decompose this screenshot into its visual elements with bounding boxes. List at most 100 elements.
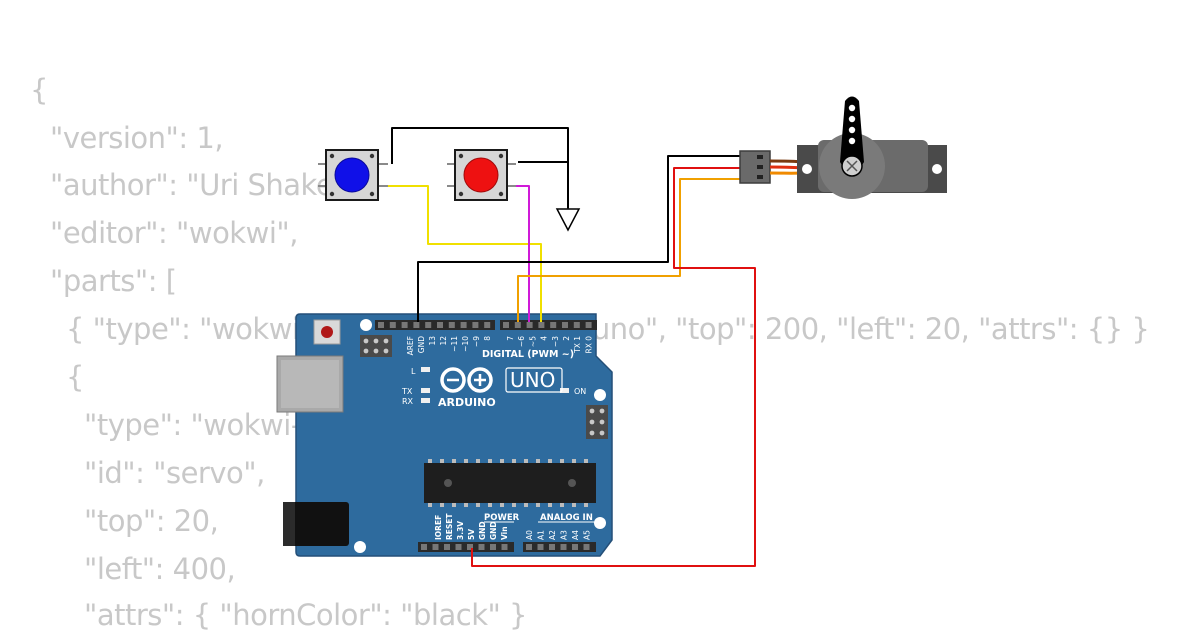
button-corner <box>458 191 464 197</box>
pin-hole[interactable] <box>501 544 508 550</box>
icsp-header-2 <box>586 405 608 439</box>
pin-hole[interactable] <box>455 544 462 550</box>
wire-servo-signal[interactable] <box>517 178 742 322</box>
pin-hole[interactable] <box>460 322 467 328</box>
pin-hole[interactable] <box>585 322 592 328</box>
model-badge <box>505 367 563 393</box>
pin-hole[interactable] <box>562 322 568 328</box>
led-on-label: ON <box>574 387 586 396</box>
wire-button1-gnd[interactable] <box>391 127 569 208</box>
digital-pin-label: 7 <box>506 336 515 341</box>
code-line: "editor": "wokwi", <box>50 216 298 250</box>
wire-servo-gnd[interactable] <box>417 155 742 322</box>
pin-hole[interactable] <box>538 322 545 328</box>
led-l-label: L <box>411 367 416 376</box>
pin-hole[interactable] <box>537 544 544 550</box>
analog-pin-label: A0 <box>525 530 534 540</box>
power-pin-label: 5V <box>467 529 476 540</box>
button-cap-blue[interactable] <box>334 157 370 193</box>
pin-hole[interactable] <box>413 322 420 328</box>
pin-hole[interactable] <box>389 322 396 328</box>
digital-pin-label: ~10 <box>461 336 470 352</box>
digital-pin-label: RX 0 <box>584 336 593 354</box>
chip-legs <box>428 459 588 507</box>
power-header-label: POWER <box>484 513 520 523</box>
digital-pin-label: 8 <box>483 336 492 341</box>
digital-pin-label: GND <box>417 336 426 353</box>
pushbutton-red[interactable] <box>447 149 516 201</box>
button-corner <box>369 191 375 197</box>
power-pin-label: RESET <box>445 513 454 540</box>
digital-header-right <box>500 320 597 330</box>
pin-hole[interactable] <box>560 544 567 550</box>
code-line: "attrs": { "hornColor": "black" } <box>84 598 528 632</box>
servo-horn[interactable] <box>840 96 864 173</box>
power-pin-label: GND <box>478 521 487 540</box>
pin-hole[interactable] <box>444 544 450 550</box>
pin-hole[interactable] <box>572 544 578 550</box>
wire-button1-pin[interactable] <box>388 185 542 322</box>
pin-hole[interactable] <box>583 544 590 550</box>
pin-hole[interactable] <box>573 322 580 328</box>
button-corner <box>369 153 375 159</box>
power-pin-label: 3.3V <box>456 521 465 540</box>
pin-hole[interactable] <box>526 544 532 550</box>
pin-hole[interactable] <box>437 322 443 328</box>
wires <box>388 127 756 567</box>
pin-hole[interactable] <box>526 322 533 328</box>
pin-hole[interactable] <box>514 322 521 328</box>
digital-pin-label: ~5 <box>528 336 537 347</box>
pin-hole[interactable] <box>549 544 555 550</box>
code-line: "id": "servo", <box>84 456 265 490</box>
analog-pin-label: A4 <box>571 530 580 540</box>
digital-pin-label: AREF <box>406 336 415 355</box>
arduino-infinity-logo <box>440 367 493 393</box>
wire-servo-vcc[interactable] <box>471 167 756 567</box>
led-rx-label: RX <box>402 397 414 406</box>
led-l <box>421 367 430 372</box>
pin-hole[interactable] <box>484 322 491 328</box>
digital-pin-label: 2 <box>562 336 571 341</box>
digital-pin-label: 4 <box>540 336 549 341</box>
analog-header-label: ANALOG IN <box>540 513 593 523</box>
analog-pin-label: A2 <box>548 530 557 540</box>
pin-hole[interactable] <box>478 544 485 550</box>
servo-connector <box>739 150 771 184</box>
led-tx <box>421 388 430 393</box>
pin-hole[interactable] <box>421 544 427 550</box>
pin-hole[interactable] <box>401 322 408 328</box>
code-line: "version": 1, <box>50 121 224 155</box>
power-header <box>418 542 514 552</box>
digital-pin-label: ~11 <box>450 336 459 352</box>
digital-pin-label: 12 <box>439 336 448 346</box>
digital-pin-holes <box>378 322 592 328</box>
chip-dot <box>444 479 452 487</box>
pin-hole[interactable] <box>490 544 496 550</box>
pin-hole[interactable] <box>378 322 384 328</box>
code-line: "left": 400, <box>84 552 236 586</box>
pin-hole[interactable] <box>425 322 432 328</box>
servo-motor[interactable] <box>739 96 947 200</box>
reset-button[interactable] <box>321 326 333 338</box>
chip-dot <box>568 479 576 487</box>
pin-hole[interactable] <box>472 322 479 328</box>
pin-hole[interactable] <box>432 544 439 550</box>
button-corner <box>329 153 335 159</box>
code-line: { <box>30 73 48 107</box>
power-pin-label: GND <box>489 521 498 540</box>
button-corner <box>458 153 464 159</box>
pin-hole[interactable] <box>448 322 455 328</box>
pushbutton-blue[interactable] <box>318 149 388 201</box>
analog-pin-label: A1 <box>537 530 546 540</box>
code-line: "parts": [ <box>50 264 177 298</box>
digital-pin-label: 13 <box>428 336 437 346</box>
pin-hole[interactable] <box>550 322 557 328</box>
button-cap-red[interactable] <box>463 157 499 193</box>
button-corner <box>329 191 335 197</box>
pin-hole[interactable] <box>503 322 509 328</box>
pin-hole[interactable] <box>467 544 473 550</box>
button-corner <box>498 153 504 159</box>
button-corner <box>498 191 504 197</box>
